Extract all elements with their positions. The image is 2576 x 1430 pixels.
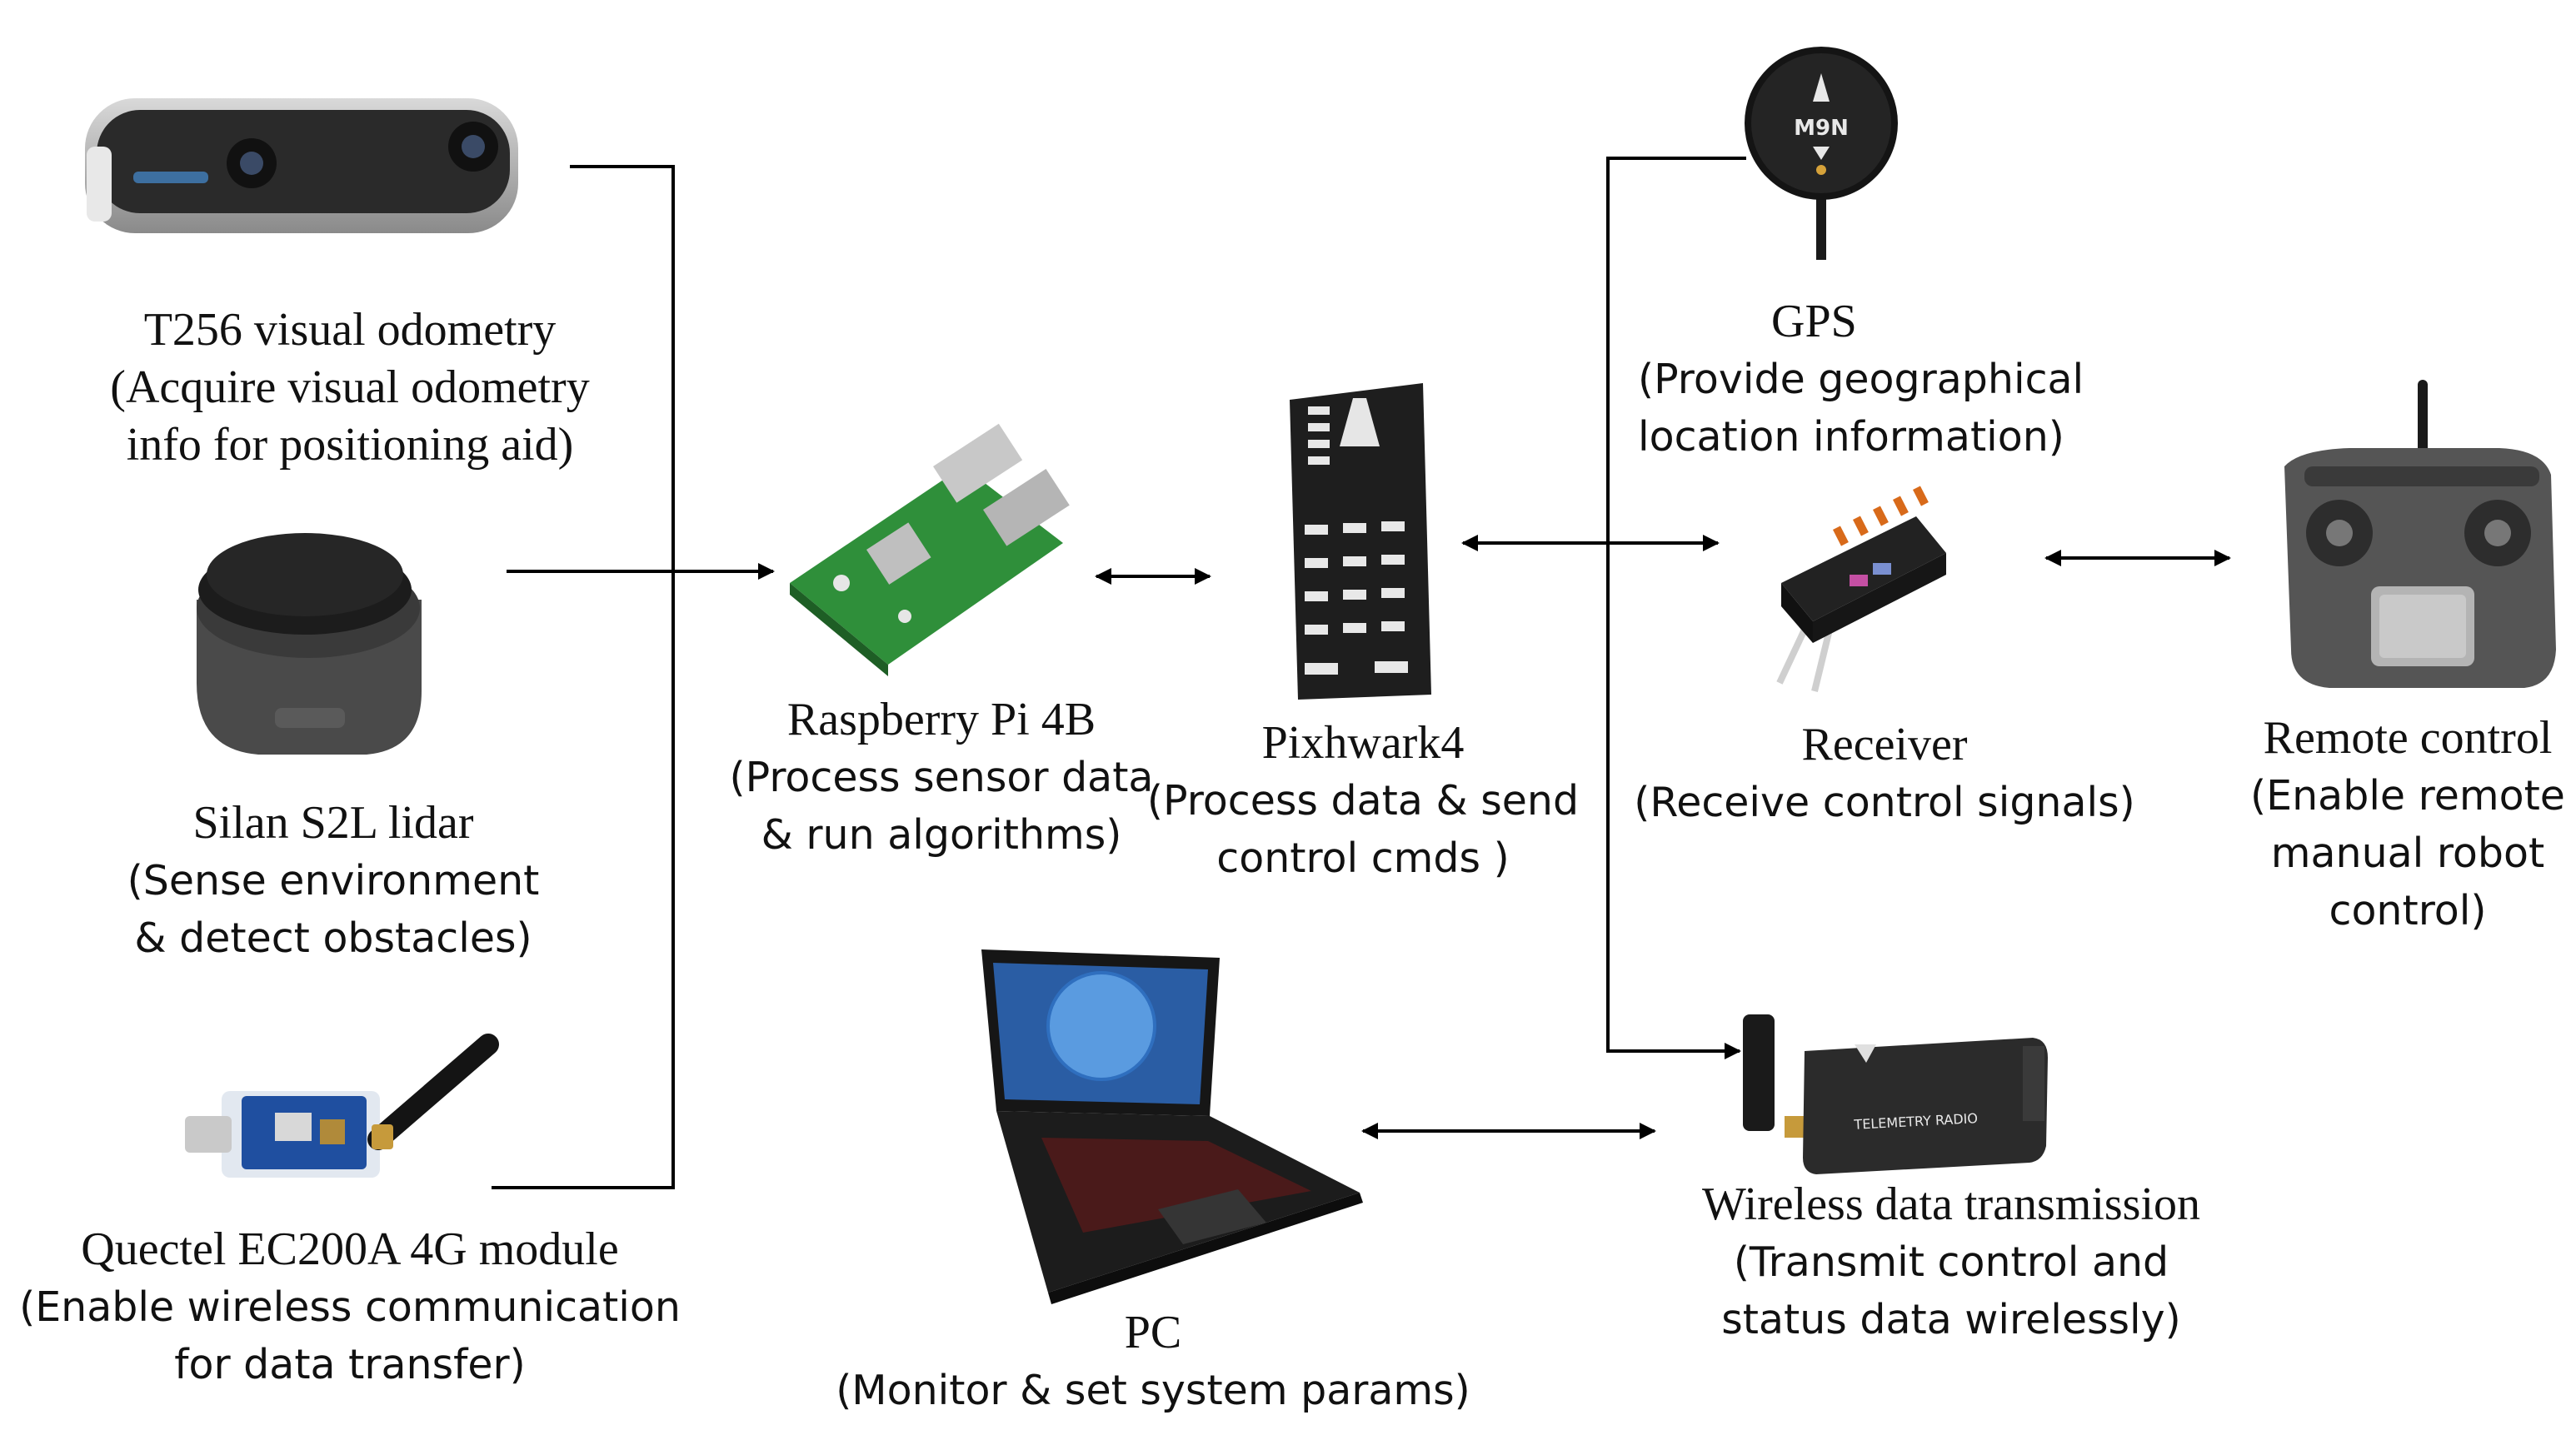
- pc-laptop-image: [981, 949, 1363, 1304]
- remote-desc-line-3: control): [2329, 887, 2487, 934]
- connector-t256-bus: [570, 165, 675, 571]
- quectel-title: Quectel EC200A 4G module: [81, 1223, 619, 1275]
- remote-label: Remote control (Enable remote manual rob…: [2250, 710, 2565, 939]
- raspberry-pi-image: [790, 423, 1070, 676]
- pc-desc-line-1: (Monitor & set system params): [836, 1367, 1470, 1414]
- receiver-label: Receiver (Receive control signals): [1634, 716, 2135, 831]
- pixhawk-label: Pixhwark4 (Process data & send control c…: [1147, 715, 1579, 887]
- pixhawk-desc-line-1: (Process data & send: [1146, 777, 1580, 825]
- remote-desc-line-2: manual robot: [2270, 830, 2545, 877]
- lidar-desc-line-2: & detect obstacles): [134, 914, 532, 962]
- t256-camera-image: [85, 98, 518, 233]
- pixhawk-desc-line-2: control cmds ): [1216, 835, 1510, 882]
- quectel-label: Quectel EC200A 4G module (Enable wireles…: [19, 1221, 681, 1393]
- rpi-desc-line-1: (Process sensor data: [729, 754, 1154, 801]
- t256-desc-line-1: (Acquire visual odometry: [110, 361, 590, 413]
- pc-title: PC: [1124, 1307, 1182, 1358]
- remote-desc-line-1: (Enable remote: [2250, 772, 2565, 820]
- t256-title: T256 visual odometry: [143, 304, 557, 356]
- rpi-label: Raspberry Pi 4B (Process sensor data & r…: [730, 691, 1154, 864]
- remote-control-image: [2284, 380, 2556, 688]
- pixhawk-title: Pixhwark4: [1261, 717, 1465, 769]
- wireless-desc-line-1: (Transmit control and: [1733, 1238, 2169, 1286]
- gps-image: M9N: [1745, 47, 1898, 260]
- quectel-desc-line-2: for data transfer): [174, 1341, 526, 1388]
- lidar-label: Silan S2L lidar (Sense environment & det…: [127, 795, 540, 967]
- receiver-image: [1776, 486, 1946, 692]
- remote-title: Remote control: [2263, 712, 2553, 764]
- pixhawk-image: [1290, 383, 1431, 700]
- gps-label: GPS (Provide geographical location infor…: [1638, 293, 2084, 466]
- pc-label: PC (Monitor & set system params): [836, 1304, 1470, 1419]
- rpi-title: Raspberry Pi 4B: [786, 694, 1096, 745]
- t256-desc-line-2: info for positioning aid): [126, 419, 574, 471]
- quectel-module-image: [185, 1034, 499, 1178]
- gps-desc-line-2: location information): [1638, 413, 2064, 461]
- wireless-label: Wireless data transmission (Transmit con…: [1702, 1176, 2200, 1348]
- rpi-desc-line-2: & run algorithms): [761, 811, 1122, 859]
- quectel-desc-line-1: (Enable wireless communication: [19, 1283, 681, 1331]
- gps-device-text: M9N: [1794, 116, 1849, 141]
- connectors: [492, 157, 2231, 1189]
- lidar-title: Silan S2L lidar: [192, 797, 474, 849]
- connector-quectel-bus: [492, 571, 675, 1189]
- telemetry-radio-image: TELEMETRY RADIO: [1743, 1014, 2048, 1174]
- wireless-desc-line-2: status data wirelessly): [1721, 1296, 2181, 1343]
- gps-title: GPS: [1771, 296, 1857, 347]
- lidar-desc-line-1: (Sense environment: [127, 857, 540, 904]
- receiver-desc-line-1: (Receive control signals): [1634, 779, 2135, 826]
- gps-desc-line-1: (Provide geographical: [1638, 356, 2084, 403]
- wireless-title: Wireless data transmission: [1701, 1178, 2201, 1230]
- receiver-title: Receiver: [1801, 719, 1968, 770]
- lidar-image: [197, 533, 422, 755]
- connector-gps-telemetry-bus: [1606, 157, 1746, 1059]
- t256-label: T256 visual odometry (Acquire visual odo…: [110, 301, 589, 474]
